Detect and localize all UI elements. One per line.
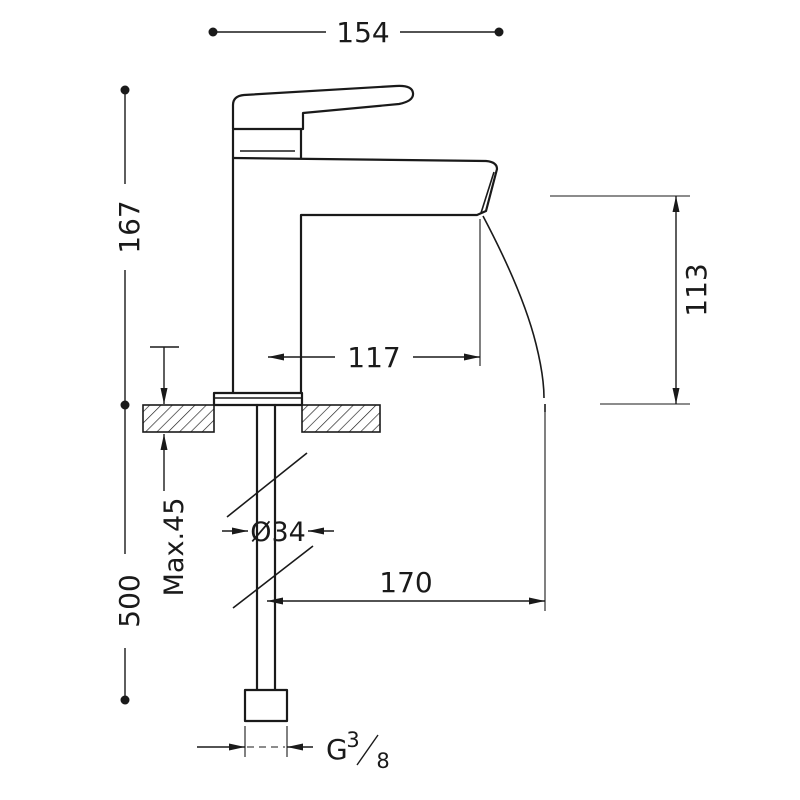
dimension-left-height: 167 (106, 85, 146, 410)
dimension-label-top-width: 154 (336, 16, 389, 49)
thread-label-denominator: 8 (376, 749, 389, 773)
faucet-base-flange (212, 391, 304, 407)
dimension-label-spout-height: 113 (680, 263, 713, 316)
dimension-body-diameter: Ø34 (222, 517, 334, 548)
dimension-endpoint-dot (120, 695, 130, 705)
countertop-hatch-left (142, 404, 215, 433)
supply-pipe (226, 403, 314, 723)
dimension-label-left-height: 167 (113, 200, 146, 253)
pipe-break-slash-lower (232, 545, 314, 609)
dimension-outlet-reach: 170 (267, 412, 546, 611)
water-stream (482, 215, 545, 399)
dimension-endpoint-dot (208, 27, 218, 37)
dimension-label-mask (335, 340, 413, 372)
dimension-label-outlet-reach: 170 (379, 566, 432, 599)
dimension-label-supply-length: 500 (113, 574, 146, 627)
dimension-thread: G 3 8 (197, 726, 390, 773)
countertop-hatch-right (301, 404, 381, 433)
dimension-endpoint-dot (494, 27, 504, 37)
dimension-label-mask (326, 16, 400, 48)
thread-fraction-slash (356, 734, 379, 766)
countertop (142, 404, 381, 433)
faucet-outline (212, 84, 546, 412)
dimension-label-counter-thickness: Max.45 (159, 498, 190, 597)
faucet-aerator-line (480, 171, 495, 214)
dimension-supply-length: 500 (106, 405, 146, 705)
thread-label-numerator: 3 (346, 728, 359, 752)
dimension-label-body-diameter: Ø34 (250, 517, 306, 548)
dimension-top-width: 154 (208, 16, 504, 49)
dimension-endpoint-dot (120, 85, 130, 95)
dimension-label-mask (106, 554, 144, 648)
dimension-label-spout-reach: 117 (347, 341, 400, 374)
thread-label-prefix: G (326, 733, 348, 766)
dimension-label-mask (106, 184, 144, 270)
dimension-spout-height: 113 (550, 195, 713, 405)
faucet-handle (231, 84, 415, 131)
dimension-counter-thickness: Max.45 (150, 346, 190, 597)
pipe-break-slash-upper (226, 452, 308, 518)
supply-nut (243, 688, 289, 723)
dimension-spout-reach: 117 (268, 219, 481, 374)
